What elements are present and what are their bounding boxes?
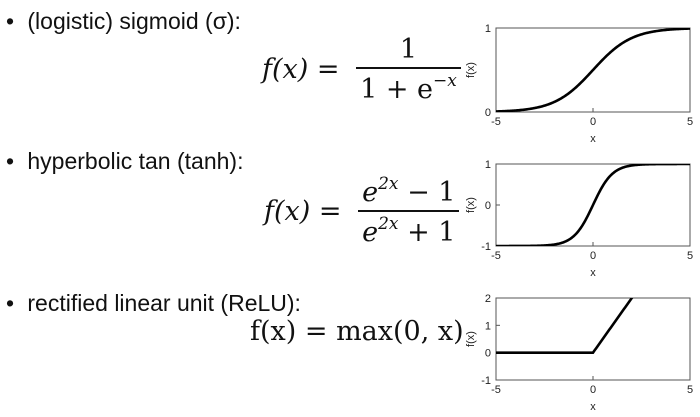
- y-tick-label: 1: [485, 320, 491, 332]
- x-axis-label: x: [590, 267, 596, 279]
- x-tick-label: 5: [687, 250, 693, 262]
- numerator: e2x − 1: [358, 174, 460, 212]
- y-tick-label: 0: [485, 348, 491, 360]
- denominator: 1 + e−x: [356, 69, 461, 105]
- denominator-main: e: [362, 217, 379, 248]
- exponent: −x: [433, 71, 457, 91]
- x-tick-label: -5: [491, 116, 501, 128]
- denominator: e2x + 1: [358, 212, 459, 248]
- plot-tanh: -5 0 5 -1 0 1 x f(x): [465, 159, 693, 279]
- y-axis-label: f(x): [465, 62, 477, 78]
- y-tick-label: 0: [485, 107, 491, 119]
- x-tick-label: 5: [687, 384, 693, 396]
- bullet-dot: •: [6, 148, 15, 174]
- plot-relu: -5 0 5 -1 0 1 2 x f(x): [465, 293, 693, 413]
- label-tanh: hyperbolic tan (tanh):: [27, 148, 244, 174]
- numerator-main: e: [362, 177, 379, 208]
- x-tick-label: 5: [687, 116, 693, 128]
- x-tick-label: 0: [590, 384, 596, 396]
- x-axis-label: x: [590, 401, 596, 413]
- fraction: e2x − 1 e2x + 1: [358, 174, 460, 248]
- x-tick-label: 0: [590, 116, 596, 128]
- numerator: 1: [356, 36, 461, 69]
- sigmoid-curve: [496, 28, 690, 112]
- plot-frame: [495, 297, 691, 381]
- y-tick-label: -1: [481, 375, 491, 387]
- x-tick-label: 0: [590, 250, 596, 262]
- formula-lhs: f(x) =: [262, 54, 340, 85]
- y-axis-label: f(x): [465, 331, 477, 347]
- label-relu: rectified linear unit (ReLU):: [27, 290, 301, 316]
- bullet-relu: • rectified linear unit (ReLU):: [6, 290, 301, 317]
- formula-relu: f(x) = max(0, x): [250, 316, 464, 347]
- formula-lhs: f(x) =: [264, 195, 342, 227]
- denominator-tail: + 1: [398, 217, 456, 248]
- y-tick-label: 1: [485, 23, 491, 35]
- y-tick-label: 1: [485, 159, 491, 171]
- denominator-main: 1 + e: [360, 74, 434, 105]
- formula-sigmoid: f(x) = 1 1 + e−x: [262, 36, 461, 103]
- exponent: 2x: [378, 174, 399, 194]
- bullet-sigmoid: • (logistic) sigmoid (σ):: [6, 8, 241, 35]
- y-tick-label: 2: [485, 293, 491, 305]
- formula-tanh: f(x) = e2x − 1 e2x + 1: [264, 174, 460, 248]
- label-sigmoid: (logistic) sigmoid (σ):: [27, 8, 241, 34]
- x-tick-label: -5: [491, 250, 501, 262]
- bullet-dot: •: [6, 8, 15, 34]
- tanh-curve: [496, 164, 690, 246]
- x-tick-label: -5: [491, 384, 501, 396]
- y-axis-label: f(x): [465, 197, 477, 213]
- y-tick-label: -1: [481, 241, 491, 253]
- fraction: 1 1 + e−x: [356, 36, 461, 103]
- bullet-tanh: • hyperbolic tan (tanh):: [6, 148, 243, 175]
- relu-curve: [496, 298, 634, 354]
- numerator-tail: − 1: [398, 177, 456, 208]
- exponent: 2x: [378, 214, 399, 234]
- x-axis-label: x: [590, 133, 596, 145]
- bullet-dot: •: [6, 290, 15, 316]
- y-tick-label: 0: [485, 200, 491, 212]
